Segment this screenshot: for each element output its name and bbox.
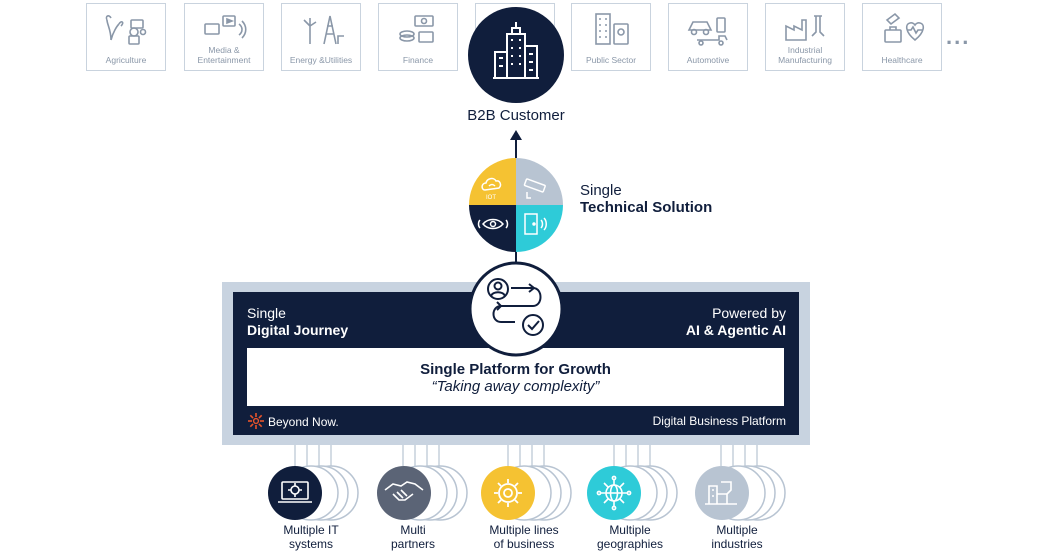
it-systems-stack: [268, 465, 359, 521]
brand-name: Beyond Now.: [268, 415, 339, 429]
quadrant-camera: [516, 158, 563, 205]
user-journey-icon: [487, 278, 544, 336]
digital-journey-line2: Digital Journey: [247, 322, 349, 338]
platform-subtitle: “Taking away complexity”: [431, 378, 600, 395]
industry-label: Industrial Manufacturing: [778, 45, 832, 65]
gear-icon: [494, 479, 522, 507]
quadrant-iot: [469, 158, 516, 205]
customer-label: B2B Customer: [467, 107, 565, 124]
partners-stack: [377, 465, 468, 521]
industry-tile-manufacturing[interactable]: Industrial Manufacturing: [765, 3, 845, 71]
industry-tile-finance[interactable]: Finance: [378, 3, 458, 71]
building-icon: [493, 22, 539, 79]
healthcare-icon: [884, 12, 925, 43]
bottom-connector-lines: [294, 445, 758, 466]
it-systems-circle: [268, 466, 322, 520]
security-camera-icon: [523, 178, 546, 199]
customer-circle: [468, 7, 564, 103]
industry-tile-automotive[interactable]: Automotive: [668, 3, 748, 71]
technical-solution-circle: IOT: [469, 158, 563, 252]
media-entertainment-icon: [204, 15, 247, 39]
lines-of-business-circle: [481, 466, 535, 520]
public-sector-icon: [595, 13, 629, 45]
industries-stack: [695, 465, 786, 521]
industries-circle: [695, 466, 749, 520]
geographies-stack: [587, 465, 678, 521]
iot-cloud-icon: [481, 177, 502, 191]
powered-by-line2: AI & Agentic AI: [685, 322, 786, 338]
iot-text: IOT: [486, 195, 496, 201]
industrial-manufacturing-icon: [785, 15, 825, 41]
industry-label: Finance: [402, 54, 434, 65]
platform-growth-box: [247, 348, 784, 406]
industry-label: Public Sector: [585, 54, 637, 65]
digital-journey-circle: [468, 261, 564, 357]
door-access-icon: [524, 213, 547, 235]
arrow-head: [510, 130, 522, 140]
powered-by-line1: Powered by: [712, 305, 786, 321]
technical-line2: Technical Solution: [580, 199, 713, 216]
digital-journey-line1: Single: [247, 305, 286, 321]
quadrant-door: [516, 205, 563, 252]
automotive-icon: [687, 17, 728, 46]
platform-title: Single Platform for Growth: [420, 361, 611, 378]
factory-icon: [705, 481, 737, 505]
industry-tile-media[interactable]: Media & Entertainment: [184, 3, 264, 71]
technical-line1: Single: [580, 182, 622, 199]
agriculture-icon: [105, 15, 147, 45]
more-industries-indicator: ...: [946, 24, 971, 49]
industry-label: Agriculture: [105, 54, 147, 65]
beyond-now-logo-icon: [248, 413, 264, 429]
lines-of-business-stack: [481, 465, 572, 521]
industry-tile-public-sector[interactable]: Public Sector: [571, 3, 651, 71]
handshake-icon: [384, 481, 424, 501]
energy-utilities-icon: [303, 15, 344, 45]
digital-business-platform-label: Digital Business Platform: [652, 414, 786, 428]
industry-label: Energy &Utilities: [289, 54, 353, 65]
industry-tile-agriculture[interactable]: Agriculture: [86, 3, 166, 71]
it-systems-icon: [278, 481, 312, 503]
globe-network-icon: [596, 475, 632, 511]
industry-label: Media & Entertainment: [197, 45, 251, 65]
industry-tile-energy[interactable]: Energy &Utilities: [281, 3, 361, 71]
industry-label: Healthcare: [881, 54, 923, 65]
industry-label: Automotive: [686, 54, 730, 65]
finance-icon: [399, 15, 434, 43]
industry-tile-healthcare[interactable]: Healthcare: [862, 3, 942, 71]
eye-sensor-icon: [477, 218, 509, 230]
